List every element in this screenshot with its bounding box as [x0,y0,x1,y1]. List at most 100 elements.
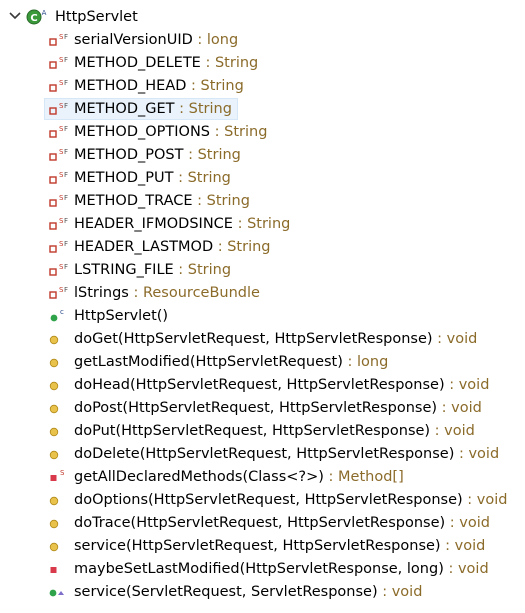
tree-item[interactable]: doTrace(HttpServletRequest, HttpServletR… [0,512,525,535]
protected-method-icon [48,514,70,532]
svg-text:S: S [59,240,64,248]
member-name: maybeSetLastModified(HttpServletResponse… [74,561,444,577]
tree-item[interactable]: doOptions(HttpServletRequest, HttpServle… [0,489,525,512]
member-name: doDelete(HttpServletRequest, HttpServlet… [74,446,455,462]
svg-text:A: A [42,9,47,17]
protected-method-icon [48,491,70,509]
tree-item[interactable]: service(HttpServletRequest, HttpServletR… [0,535,525,558]
member-name: LSTRING_FILE [74,262,174,278]
svg-text:S: S [59,263,64,271]
tree-item[interactable]: doGet(HttpServletRequest, HttpServletRes… [0,328,525,351]
member-type: : String [200,55,259,71]
member-name: service(ServletRequest, ServletResponse) [74,584,378,600]
svg-text:S: S [59,56,64,64]
svg-text:c: c [60,308,64,316]
tree-item[interactable]: service(ServletRequest, ServletResponse)… [0,581,525,604]
member-name: getLastModified(HttpServletRequest) [74,354,343,370]
member-name: lStrings [74,285,129,301]
member-name: service(HttpServletRequest, HttpServletR… [74,538,441,554]
member-type: : ResourceBundle [128,285,260,301]
svg-text:F: F [64,240,68,248]
member-type: : void [430,423,475,439]
member-type: : void [437,400,482,416]
member-name: METHOD_POST [74,147,184,163]
selection-highlight [44,98,238,120]
protected-method-icon [48,445,70,463]
member-type: : Method[] [323,469,404,485]
chevron-down-icon[interactable] [8,9,22,23]
member-name: doOptions(HttpServletRequest, HttpServle… [74,492,463,508]
member-name: METHOD_OPTIONS [74,124,211,140]
svg-text:S: S [59,148,64,156]
member-name: getAllDeclaredMethods(Class<?>) [74,469,324,485]
abstract-class-icon: C A [26,9,47,25]
svg-text:F: F [64,56,68,64]
tree-item[interactable]: doPut(HttpServletRequest, HttpServletRes… [0,420,525,443]
protected-method-icon [48,399,70,417]
protected-method-icon [48,353,70,371]
member-type: : void [443,561,489,577]
member-name: METHOD_PUT [74,170,174,186]
member-name: serialVersionUID [74,32,193,48]
tree-item[interactable]: c HttpServlet() [0,305,525,328]
member-name: doPost(HttpServletRequest, HttpServletRe… [74,400,438,416]
tree-item[interactable]: doPost(HttpServletRequest, HttpServletRe… [0,397,525,420]
public-override-method-icon [48,583,70,601]
class-name-label: HttpServlet [55,9,138,25]
member-name: doPut(HttpServletRequest, HttpServletRes… [74,423,431,439]
member-name: METHOD_GET [74,101,175,117]
member-name: HEADER_LASTMOD [74,239,214,255]
svg-text:S: S [59,125,64,133]
member-type: : void [377,584,423,600]
protected-method-icon [48,537,70,555]
svg-text:F: F [64,217,68,225]
tree-item[interactable]: getLastModified(HttpServletRequest) : lo… [0,351,525,374]
protected-method-icon [48,422,70,440]
member-name: METHOD_TRACE [74,193,193,209]
member-type: : void [440,538,486,554]
svg-text:S: S [59,286,64,294]
member-type: : String [192,193,250,209]
svg-text:F: F [64,79,68,87]
tree-root-httpservlet[interactable]: C A HttpServlet [0,6,525,29]
svg-text:S: S [59,194,64,202]
member-name: doTrace(HttpServletRequest, HttpServletR… [74,515,446,531]
tree-item[interactable]: doDelete(HttpServletRequest, HttpServlet… [0,443,525,466]
member-name: HttpServlet() [74,308,169,324]
tree-item[interactable]: doHead(HttpServletRequest, HttpServletRe… [0,374,525,397]
member-name: doGet(HttpServletRequest, HttpServletRes… [74,331,433,347]
tree-item[interactable]: maybeSetLastModified(HttpServletResponse… [0,558,525,581]
svg-text:F: F [64,148,68,156]
svg-text:S: S [59,171,64,179]
member-name: METHOD_HEAD [74,78,187,94]
protected-method-icon [48,376,70,394]
svg-text:F: F [64,171,68,179]
member-type: : long [342,354,389,370]
svg-text:C: C [30,13,37,24]
member-name: HEADER_IFMODSINCE [74,216,233,232]
protected-method-icon [48,330,70,348]
